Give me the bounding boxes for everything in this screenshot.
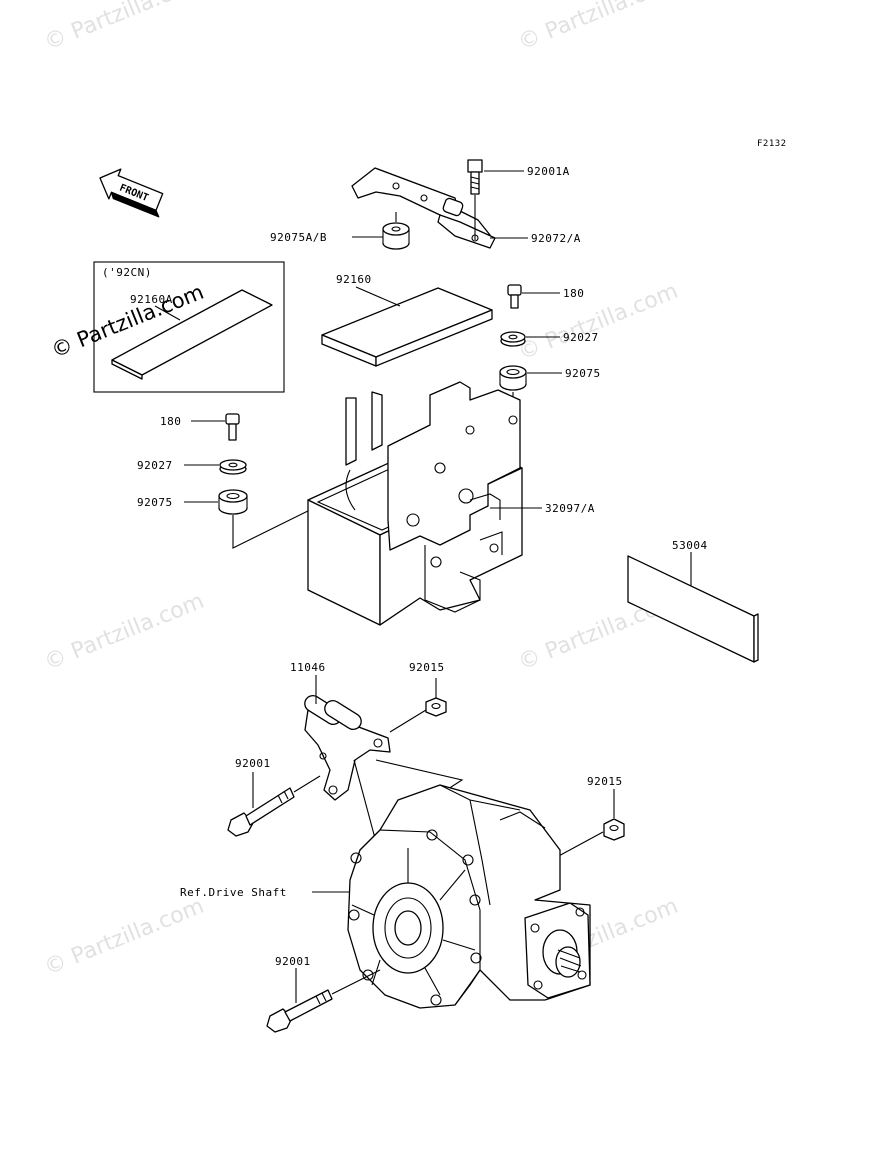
washer-92027-right (500, 331, 526, 347)
inset-box-92cn: ('92CN) 92160A (93, 261, 285, 393)
label-92015-top: 92015 (409, 661, 445, 674)
label-32097a: 32097/A (545, 502, 595, 515)
label-92001-lower: 92001 (275, 955, 311, 968)
bolt-180-left (225, 413, 240, 441)
bolt-92001-lower (266, 989, 333, 1033)
bracket-11046 (304, 694, 391, 801)
label-92027-right: 92027 (563, 331, 599, 344)
watermark: © Partzilla.com (41, 589, 208, 676)
bolt-180-right (507, 284, 522, 309)
battery-case-32097a (307, 381, 523, 626)
label-plate-53004 (627, 555, 759, 663)
label-11046: 11046 (290, 661, 326, 674)
label-92001-upper: 92001 (235, 757, 271, 770)
nut-92015-top (425, 697, 447, 717)
inset-part-label: 92160A (130, 293, 173, 306)
label-92015-right: 92015 (587, 775, 623, 788)
bracket-92072 (351, 167, 496, 249)
watermark: © Partzilla.com (515, 0, 682, 56)
washer-92027-left (219, 459, 247, 475)
label-180-left: 180 (160, 415, 181, 428)
label-ref-drive-shaft: Ref.Drive Shaft (180, 886, 287, 899)
label-92160: 92160 (336, 273, 372, 286)
label-92075ab: 92075A/B (270, 231, 327, 244)
watermark: © Partzilla.com (515, 279, 682, 366)
label-53004: 53004 (672, 539, 708, 552)
figure-code: F2132 (757, 139, 787, 149)
bolt-92001-upper (227, 787, 295, 837)
nut-92015-right (603, 818, 625, 841)
bolt-92001a (467, 159, 483, 195)
grommet-92075-left (218, 489, 248, 515)
watermark: © Partzilla.com (41, 894, 208, 981)
final-gear-case (347, 784, 591, 1009)
front-arrow-icon: FRONT (99, 168, 164, 218)
label-92001a: 92001A (527, 165, 570, 178)
grommet-92075-right (499, 365, 527, 391)
label-92072a: 92072/A (531, 232, 581, 245)
inset-note: ('92CN) (102, 266, 152, 279)
label-92075-left: 92075 (137, 496, 173, 509)
pad-92160 (321, 287, 493, 367)
grommet-92075ab (382, 222, 410, 250)
label-92027-left: 92027 (137, 459, 173, 472)
label-180-right: 180 (563, 287, 584, 300)
label-92075-right: 92075 (565, 367, 601, 380)
watermark: © Partzilla.com (41, 0, 208, 56)
